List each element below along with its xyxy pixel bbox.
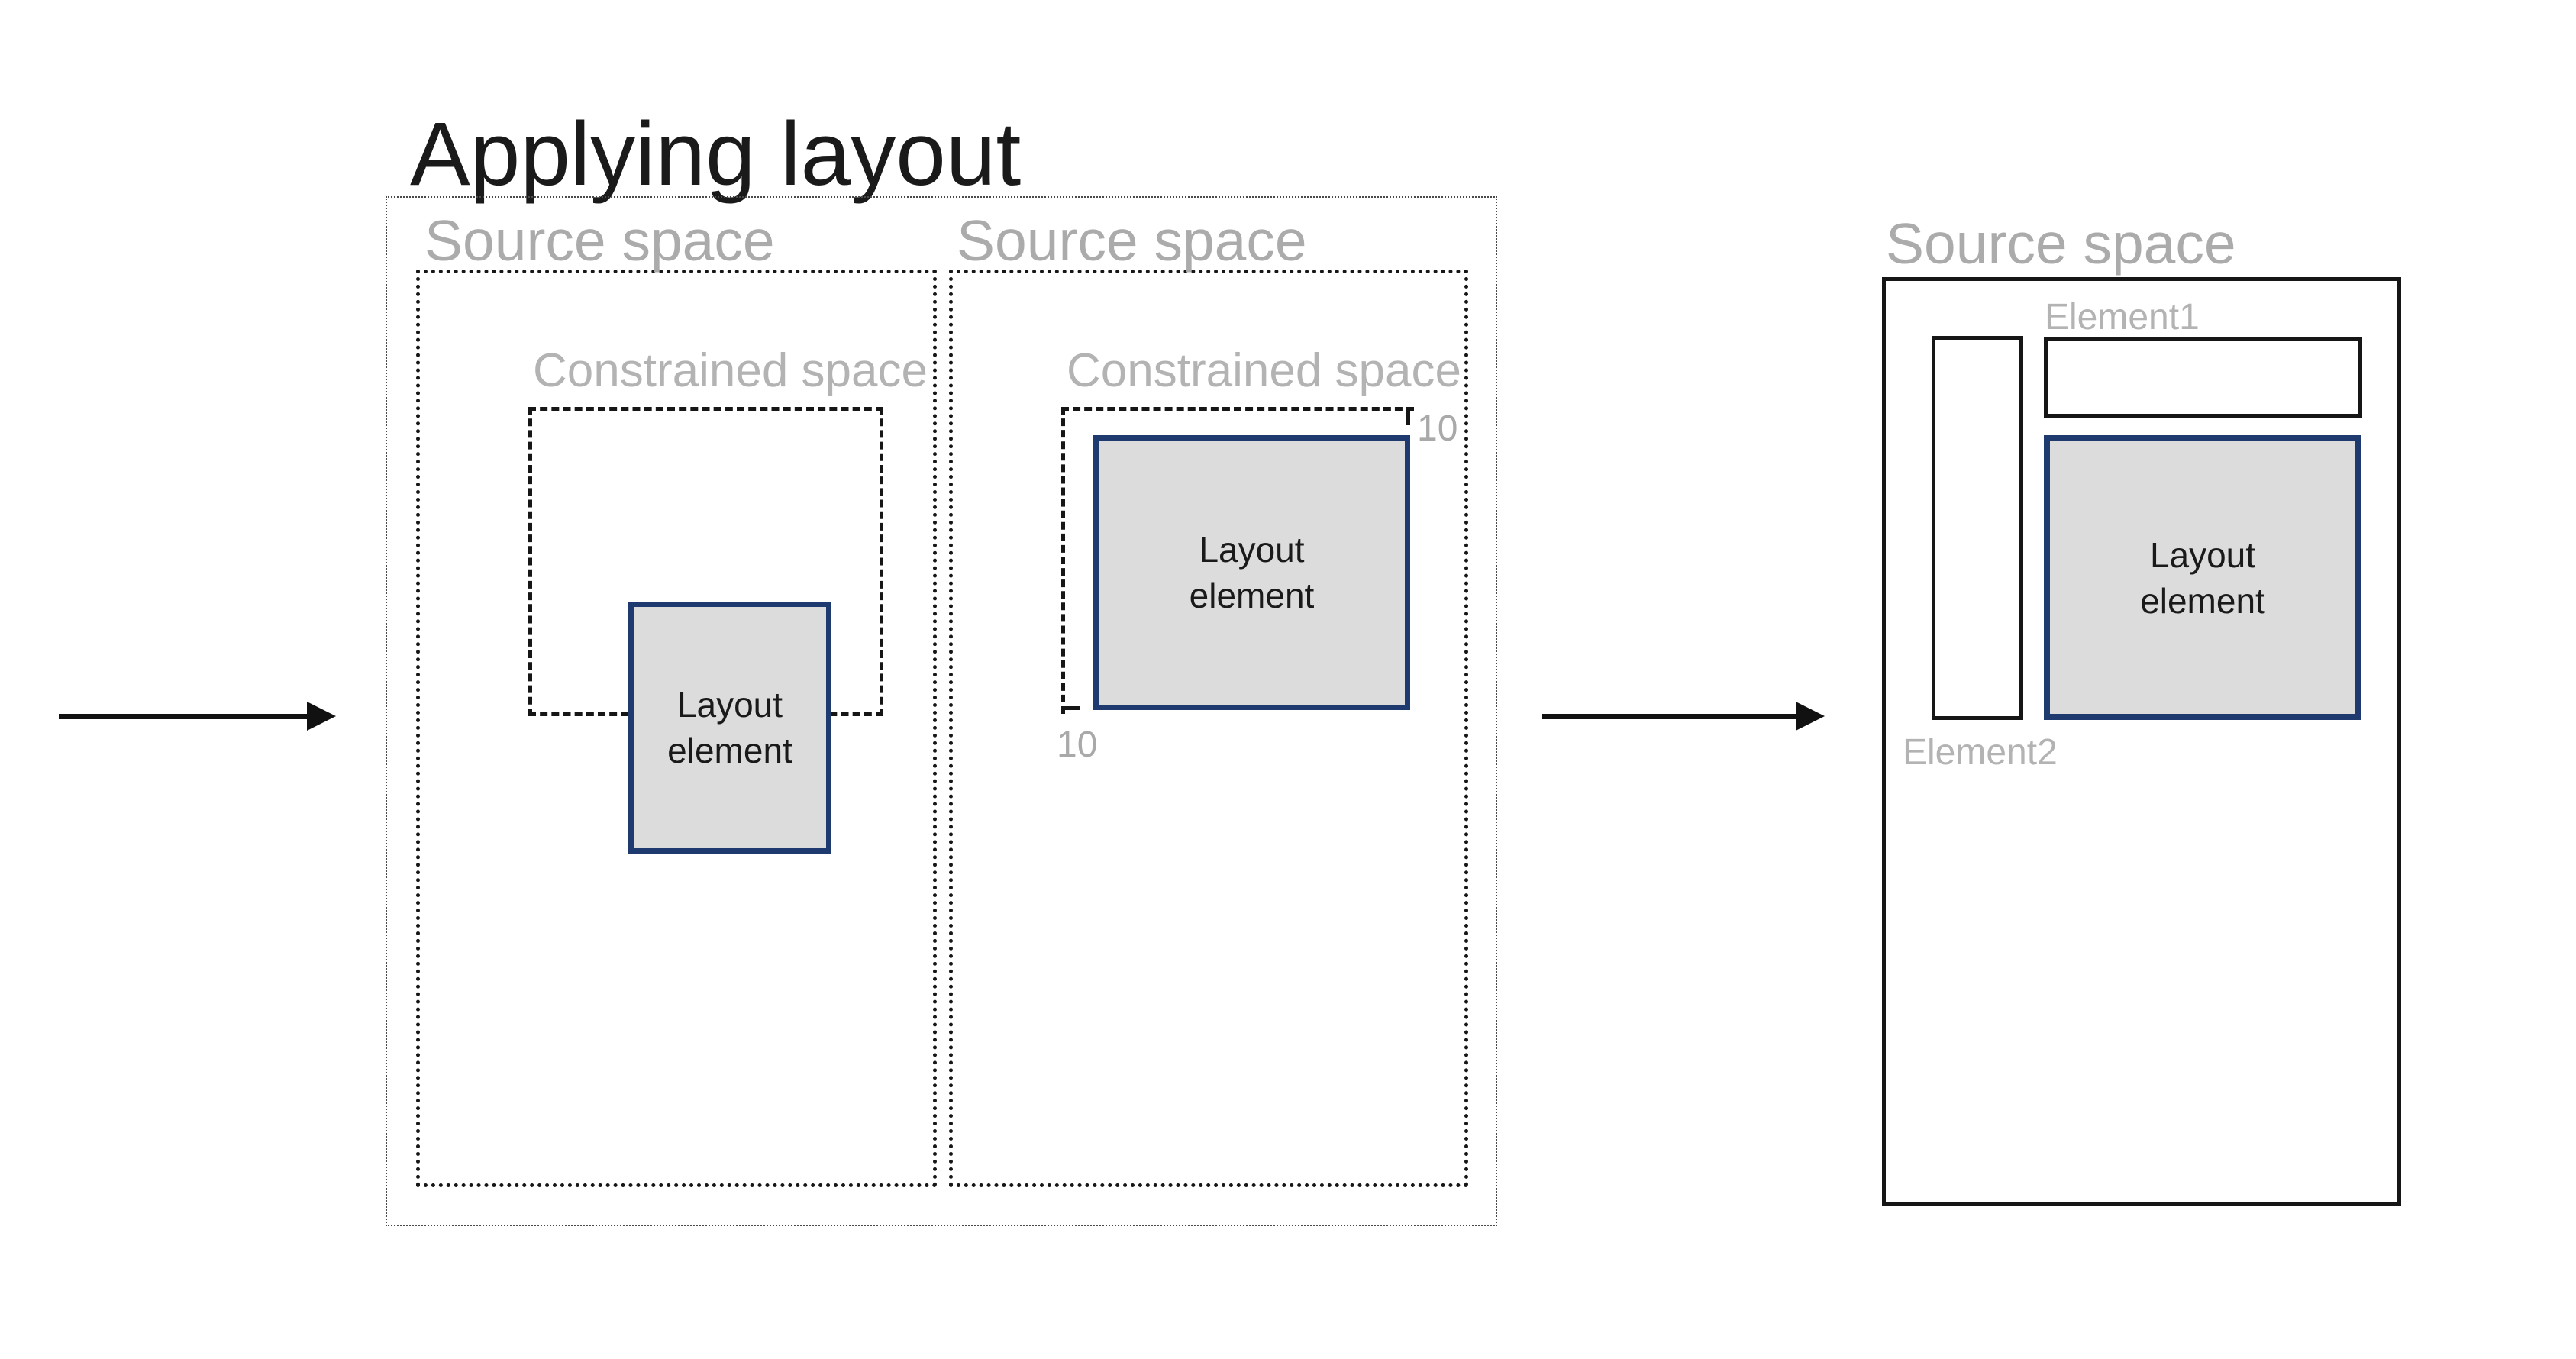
element1-label: Element1 <box>2045 297 2200 337</box>
constrained-space-b-corner-tick-top-right <box>1406 407 1410 425</box>
flow-arrow-right-line <box>1542 714 1797 719</box>
layout-element-b: Layout element <box>1093 435 1410 710</box>
offset-label-bottom-left: 10 <box>1057 725 1098 765</box>
layout-element-a: Layout element <box>628 602 831 854</box>
element2-label: Element2 <box>1903 732 2058 773</box>
flow-arrow-right-icon <box>1796 702 1825 731</box>
constrained-space-box-b <box>1061 407 1414 714</box>
flow-arrow-left-line <box>59 714 308 719</box>
diagram-title: Applying layout <box>410 104 1022 205</box>
flow-arrow-left-icon <box>307 702 336 731</box>
element1-box <box>2044 337 2362 418</box>
result-layout-element-label: Layout element <box>2140 534 2265 621</box>
source-spaces-container <box>386 196 1497 1226</box>
source-space-label-b: Source space <box>957 208 1307 273</box>
constrained-space-label-b: Constrained space <box>1067 344 1461 397</box>
constrained-space-label-a: Constrained space <box>533 344 928 397</box>
layout-element-a-label: Layout element <box>667 685 792 770</box>
result-source-space-label: Source space <box>1886 211 2236 276</box>
source-space-box-b <box>949 270 1468 1187</box>
source-space-label-a: Source space <box>424 208 775 273</box>
result-layout-element: Layout element <box>2044 435 2361 720</box>
offset-label-top-right: 10 <box>1417 408 1458 449</box>
layout-element-b-label: Layout element <box>1189 530 1315 615</box>
source-space-box-a <box>416 270 937 1187</box>
element2-box <box>1932 336 2023 720</box>
constrained-space-b-corner-tick-bottom-left <box>1061 706 1080 710</box>
